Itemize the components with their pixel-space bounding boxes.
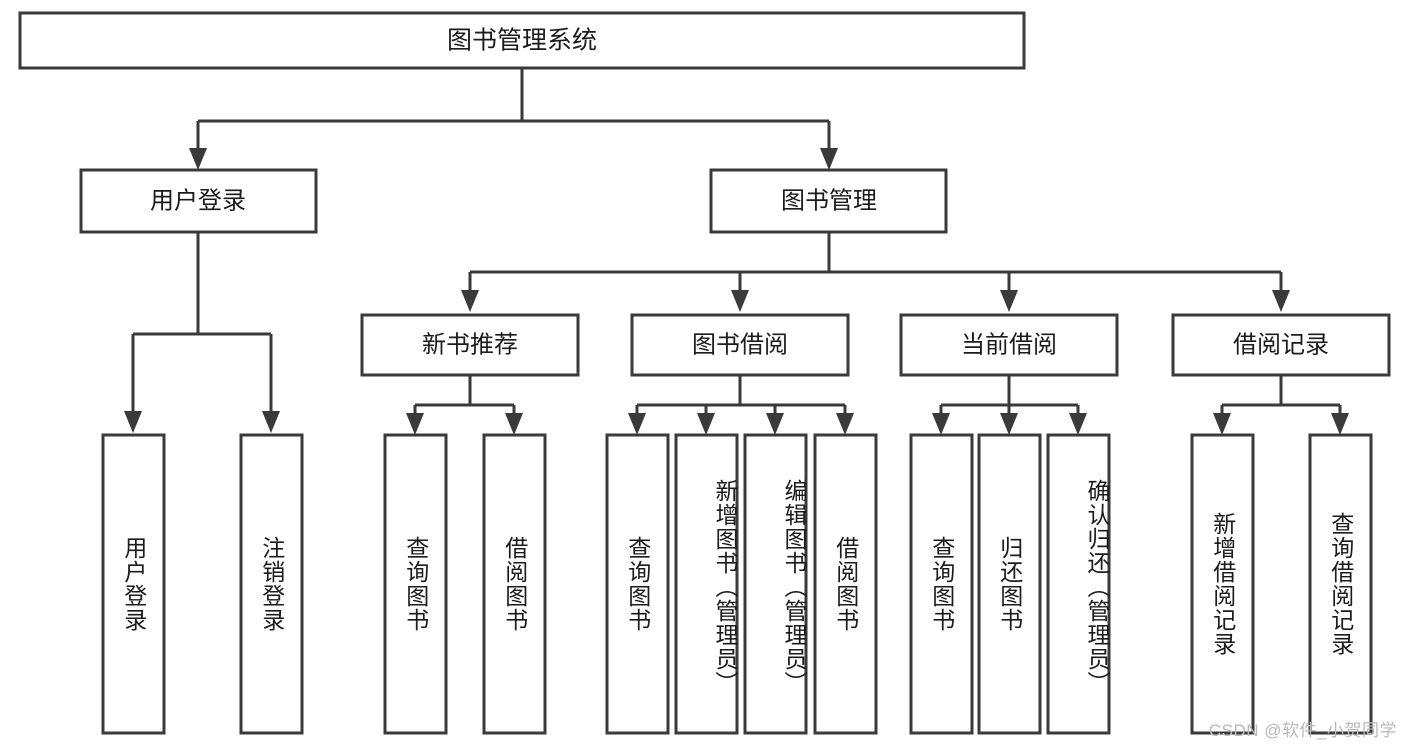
node-current-borrow[interactable]: 当前借阅 (899, 313, 1119, 377)
leaf-box-borrow-book-1[interactable] (482, 433, 547, 735)
arrow-to-leaf-add-book (697, 413, 715, 435)
node-book-management[interactable]: 图书管理 (709, 168, 948, 234)
connector-group-new-book-recommend (413, 375, 516, 413)
leaf-box-add-book[interactable] (674, 433, 739, 735)
arrow-to-leaf-return-book (1000, 413, 1018, 435)
node-current-borrow-label: 当前借阅 (961, 331, 1057, 358)
arrow-to-leaf-borrow-book-1 (505, 413, 523, 435)
leaf-box-query-book-1[interactable] (383, 433, 448, 735)
arrow-to-leaf-confirm-return (1069, 413, 1087, 435)
node-title-label: 图书管理系统 (447, 27, 597, 55)
arrow-to-leaf-query-book-1 (406, 413, 424, 435)
leaf-box-logout-login[interactable] (239, 433, 304, 735)
node-book-borrow-label: 图书借阅 (692, 331, 788, 358)
connector-group-book-management (468, 232, 1283, 290)
arrow-to-borrow-record (1272, 290, 1290, 312)
arrow-to-leaf-add-record (1213, 413, 1231, 435)
node-new-book-recommend[interactable]: 新书推荐 (360, 313, 580, 377)
node-borrow-record-label: 借阅记录 (1233, 331, 1329, 358)
arrow-to-leaf-logout-login (262, 411, 280, 433)
node-user-login-label: 用户登录 (150, 187, 246, 214)
leaf-box-add-record[interactable] (1190, 433, 1255, 735)
arrow-to-leaf-edit-book (766, 413, 784, 435)
connector-group-user-login (131, 232, 273, 411)
connector-group-book-borrow (635, 375, 847, 413)
node-book-management-label: 图书管理 (781, 187, 877, 214)
arrow-to-leaf-user-login (124, 411, 142, 433)
arrow-to-leaf-query-book-2 (628, 413, 646, 435)
arrow-to-user-login (189, 148, 207, 170)
leaf-box-edit-book[interactable] (743, 433, 808, 735)
leaf-box-query-record[interactable] (1308, 433, 1373, 735)
arrow-to-leaf-query-record (1331, 413, 1349, 435)
node-borrow-record[interactable]: 借阅记录 (1171, 313, 1391, 377)
arrow-to-book-borrow (731, 290, 749, 312)
node-new-book-recommend-label: 新书推荐 (422, 331, 518, 358)
leaf-box-confirm-return[interactable] (1046, 433, 1111, 735)
arrow-to-new-book-recommend (461, 290, 479, 312)
leaf-box-query-book-3[interactable] (909, 433, 974, 735)
leaf-box-user-login[interactable] (101, 433, 166, 735)
arrow-to-book-management (820, 148, 838, 170)
connector-group-root (196, 68, 831, 148)
leaf-box-borrow-book-2[interactable] (813, 433, 878, 735)
node-book-borrow[interactable]: 图书借阅 (630, 313, 850, 377)
arrow-to-current-borrow (1000, 290, 1018, 312)
arrow-to-leaf-borrow-book-2 (836, 413, 854, 435)
connector-group-current-borrow (939, 375, 1080, 413)
leaf-box-query-book-2[interactable] (605, 433, 670, 735)
connector-group-borrow-record (1220, 375, 1342, 413)
csdn-watermark: CSDN @软件_小贺同学 (1208, 721, 1397, 740)
leaf-box-return-book[interactable] (977, 433, 1042, 735)
node-title[interactable]: 图书管理系统 (18, 11, 1026, 70)
arrow-to-leaf-query-book-3 (932, 413, 950, 435)
node-user-login[interactable]: 用户登录 (79, 168, 318, 234)
